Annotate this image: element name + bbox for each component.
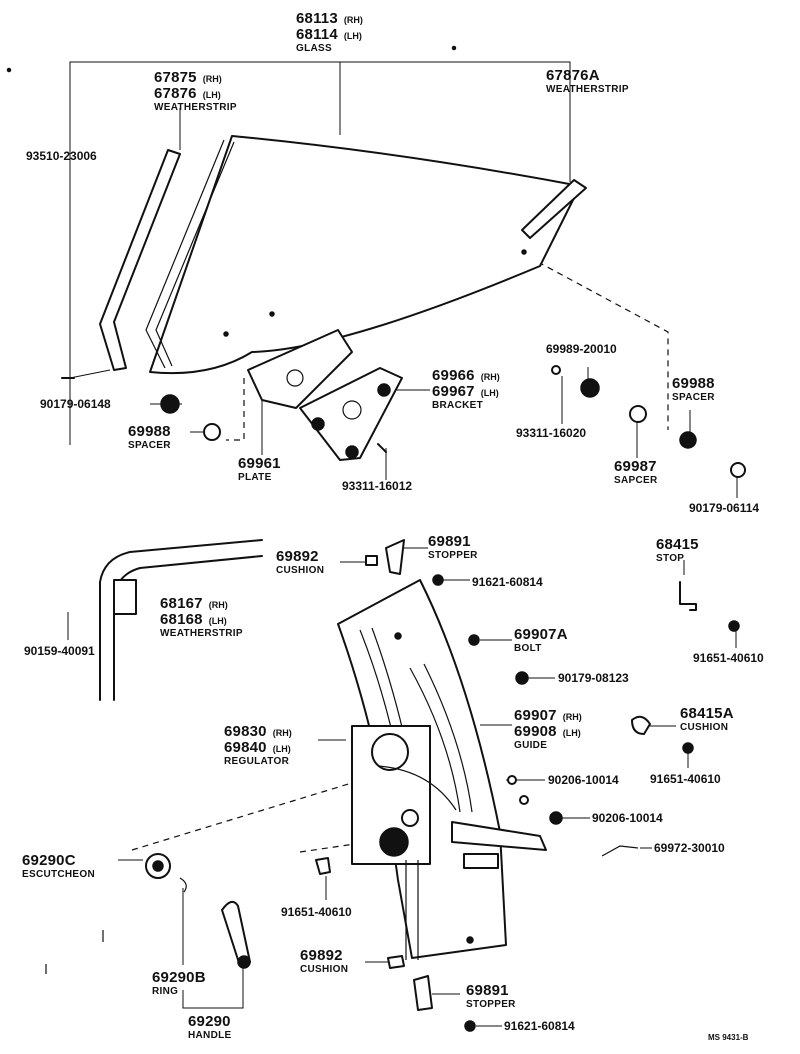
label-guide: 69907(RH) 69908(LH) GUIDE xyxy=(514,707,582,751)
label-bolt-69907a: 69907A BOLT xyxy=(514,626,568,654)
label-sapcer: 69987 SAPCER xyxy=(614,458,658,486)
label-cushion-top: 69892 CUSHION xyxy=(276,548,325,576)
bolt-regulator-part xyxy=(315,857,331,875)
label-cushion-bottom: 69892 CUSHION xyxy=(300,947,349,975)
cushion-top-part xyxy=(365,555,378,566)
label-cushion-68415a: 68415A CUSHION xyxy=(680,705,734,733)
weatherstrip-rear xyxy=(521,179,587,239)
label-nut-90179-08123: 90179-08123 xyxy=(558,671,629,685)
pin-part xyxy=(601,845,639,857)
label-bracket: 69966(RH) 69967(LH) BRACKET xyxy=(432,367,500,411)
bolt-top-part xyxy=(432,574,444,586)
regulator-guide-assembly xyxy=(337,579,547,960)
label-ring: 69290B RING xyxy=(152,969,206,997)
nut-top-part xyxy=(515,671,529,685)
stopper-top-part xyxy=(385,539,405,575)
label-nut-90206-b: 90206-10014 xyxy=(592,811,663,825)
label-washer-69989: 69989-20010 xyxy=(546,342,617,356)
weatherstrip-front xyxy=(99,149,181,371)
label-handle: 69290 HANDLE xyxy=(188,1013,232,1041)
label-weatherstrip-vent: 68167(RH) 68168(LH) WEATHERSTRIP xyxy=(160,595,243,639)
label-spacer-right: 69988 SPACER xyxy=(672,375,715,403)
hardware-parts xyxy=(6,45,740,1032)
bolt-bottom-part xyxy=(464,1020,476,1032)
cushion-bottom-part xyxy=(387,955,405,969)
spacer-right-part xyxy=(679,431,697,449)
label-nut-90206-a: 90206-10014 xyxy=(548,773,619,787)
ring-part xyxy=(179,877,187,893)
cushion-68415a-part xyxy=(631,715,651,735)
label-screw-90159: 90159-40091 xyxy=(24,644,95,658)
label-screw-93311-16020: 93311-16020 xyxy=(516,426,587,440)
bracket-part xyxy=(299,367,403,461)
label-bolt-91651-cushion: 91651-40610 xyxy=(650,772,721,786)
stopper-bottom-part xyxy=(413,975,433,1011)
clip-right-part xyxy=(730,462,746,478)
plate-bracket-assembly xyxy=(61,329,746,478)
label-screw-93311-16012: 93311-16012 xyxy=(342,479,413,493)
spacer-left-part xyxy=(203,423,221,441)
label-bolt-91621-bottom: 91621-60814 xyxy=(504,1019,575,1033)
plate-part xyxy=(247,329,353,409)
glass-edge-channel xyxy=(145,139,235,369)
label-bolt-91651-regulator: 91651-40610 xyxy=(281,905,352,919)
regulator-arm xyxy=(451,821,547,851)
stop-part xyxy=(679,581,697,611)
vent-weatherstrip-assembly xyxy=(99,539,263,701)
label-clip-90179-06114: 90179-06114 xyxy=(689,501,760,515)
label-weatherstrip-front: 67875(RH) 67876(LH) WEATHERSTRIP xyxy=(154,69,237,113)
washer-part xyxy=(580,378,600,398)
sapcer-part xyxy=(629,405,647,423)
label-bolt-91651-stop: 91651-40610 xyxy=(693,651,764,665)
label-stopper-top: 69891 STOPPER xyxy=(428,533,478,561)
label-bolt-91621-top: 91621-60814 xyxy=(472,575,543,589)
footer-code: MS 9431-B xyxy=(708,1033,749,1042)
door-glass xyxy=(149,135,581,375)
label-glass: 68113(RH) 68114(LH) GLASS xyxy=(296,10,363,54)
label-stopper-bottom: 69891 STOPPER xyxy=(466,982,516,1010)
label-spacer-left: 69988 SPACER xyxy=(128,423,171,451)
label-clip-90179-06148: 90179-06148 xyxy=(40,397,111,411)
glass-assembly xyxy=(99,135,587,375)
vent-weatherstrip-clip xyxy=(113,579,137,615)
regulator-gear xyxy=(371,733,409,771)
label-escutcheon: 69290C ESCUTCHEON xyxy=(22,852,96,880)
leader-lines xyxy=(67,61,738,1027)
handle-part xyxy=(221,900,251,967)
label-screw-93510: 93510-23006 xyxy=(26,149,97,163)
label-weatherstrip-rear: 67876A WEATHERSTRIP xyxy=(546,67,629,95)
label-stop: 68415 STOP xyxy=(656,536,699,564)
nut-right-part xyxy=(549,811,563,825)
label-plate: 69961 PLATE xyxy=(238,455,281,483)
label-pin-69972: 69972-30010 xyxy=(654,841,725,855)
label-regulator: 69830(RH) 69840(LH) REGULATOR xyxy=(224,723,292,767)
